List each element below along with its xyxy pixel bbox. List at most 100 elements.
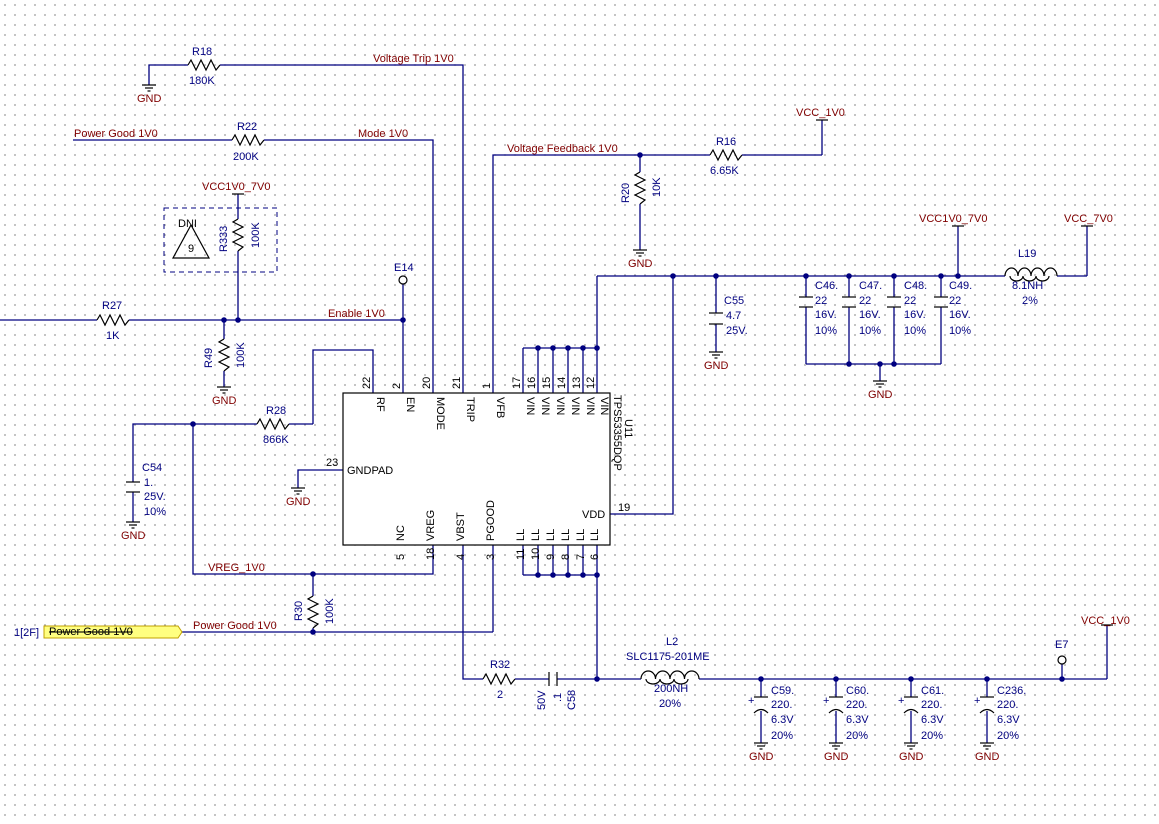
l19-tolerance: 2% (1022, 295, 1038, 307)
bottom-pin-number: 6 (589, 554, 601, 560)
bottom-pin-number: 9 (545, 554, 557, 560)
c55-ref: C55 (724, 295, 744, 307)
resistor-r20[interactable]: R20 10K (620, 171, 663, 205)
vcc1v0-7v0-label: VCC1V0_7V0 (202, 181, 271, 193)
test-point-e7[interactable]: E7 (1055, 639, 1068, 665)
top-pin-number: 17 (511, 377, 523, 389)
resistor-r333[interactable]: R333 100K (218, 218, 262, 252)
gnd-label: GND (628, 258, 653, 270)
resistor-r28[interactable]: R28 866K (256, 405, 290, 446)
c236-voltage: 6.3V (997, 714, 1020, 726)
resistor-r32[interactable]: R32 2 (482, 659, 516, 701)
net-power-good-bottom: Power Good 1V0 (193, 620, 277, 632)
bottom-pin-number: 10 (530, 548, 542, 560)
power-port-vcc1v0-7v0-b[interactable]: VCC1V0_7V0 (919, 213, 988, 227)
junctions (190, 152, 1065, 682)
capacitor-c55[interactable]: C55 4.7 25V. (709, 295, 748, 337)
resistor-r27[interactable]: R27 1K (96, 300, 130, 342)
r32-ref: R32 (490, 659, 510, 671)
r30-ref: R30 (293, 601, 305, 621)
r22-ref: R22 (237, 121, 257, 133)
c58-value: .1 (552, 693, 564, 702)
r30-value: 100K (324, 598, 336, 624)
capacitor-c60[interactable]: + C60. 220. 6.3V 20% (823, 685, 869, 742)
bottom-pin-name: NC (395, 525, 407, 541)
bottom-pin-name: VBST (455, 512, 467, 541)
ground-icon: GND (868, 380, 893, 401)
capacitor-c58[interactable]: C58 .1 50V (536, 672, 578, 710)
top-pin-name: VIN (598, 397, 610, 415)
capacitor-c61[interactable]: + C61. 220. 6.3V 20% (898, 685, 944, 742)
r16-value: 6.65K (710, 165, 739, 177)
c54-tolerance: 10% (144, 506, 166, 518)
e7-label: E7 (1055, 639, 1068, 651)
r28-ref: R28 (266, 405, 286, 417)
ground-icon: GND (899, 742, 924, 763)
c59-voltage: 6.3V (771, 714, 794, 726)
c61-voltage: 6.3V (921, 714, 944, 726)
capacitor-c47[interactable]: C47. 22 16V. 10% (842, 280, 882, 337)
inductor-l19[interactable]: L19 8.1NH 2% (1004, 248, 1058, 307)
port-ref: 1[2F] (14, 627, 39, 639)
bottom-pin-number: 4 (455, 554, 467, 560)
c60-plus: + (823, 695, 829, 707)
test-point-e14[interactable]: E14 (394, 262, 414, 285)
resistor-r22[interactable]: R22 200K (231, 121, 265, 163)
r27-value: 1K (106, 330, 120, 342)
resistor-r30[interactable]: R30 100K (293, 595, 336, 629)
c49-tolerance: 10% (949, 325, 971, 337)
resistor-r18[interactable]: R18 180K (187, 46, 221, 87)
capacitor-c54[interactable]: C54 1. 25V. 10% (126, 462, 166, 518)
power-port-vcc-1v0-bottom[interactable]: VCC_1V0 (1081, 615, 1130, 627)
dni-group[interactable]: DNI 9 (163, 207, 278, 273)
top-pin-name: VIN (554, 397, 566, 415)
top-pin-number: 14 (556, 377, 568, 389)
capacitor-c59[interactable]: + C59. 220. 6.3V 20% (748, 685, 794, 742)
ic-body (342, 392, 611, 546)
bottom-pin-number: 11 (515, 549, 527, 560)
vdd-pin-number: 19 (618, 502, 630, 514)
r16-ref: R16 (716, 136, 736, 148)
top-pin-number: 21 (451, 377, 463, 389)
c46-ref: C46. (815, 280, 838, 292)
bottom-pin-number: 3 (485, 554, 497, 560)
e14-label: E14 (394, 262, 414, 274)
inductor-l2[interactable]: L2 SLC1175-201ME 200NH 20% (626, 636, 710, 710)
capacitor-c48[interactable]: C48. 22 16V. 10% (887, 280, 927, 337)
power-port-vcc-7v0[interactable]: VCC_7V0 (1064, 213, 1113, 227)
capacitor-c236[interactable]: + C236. 220. 6.3V 20% (974, 685, 1026, 742)
bottom-pin-name: LL (589, 529, 601, 541)
off-sheet-port-power-good[interactable]: 1[2F] Power Good 1V0 (14, 625, 183, 639)
c48-value: 22 (904, 295, 916, 307)
top-pin-name: VIN (524, 397, 536, 415)
power-port-vcc-1v0-top[interactable]: VCC_1V0 (796, 107, 845, 121)
r333-value: 100K (250, 222, 262, 248)
vcc-1v0-label: VCC_1V0 (1081, 615, 1130, 627)
bottom-pin-name: LL (530, 529, 542, 541)
resistor-r49[interactable]: R49 100K (203, 338, 247, 372)
c47-voltage: 16V. (859, 309, 881, 321)
gnd-label: GND (286, 496, 311, 508)
port-shape (43, 625, 183, 639)
net-vreg: VREG_1V0 (208, 562, 265, 574)
port-label: Power Good 1V0 (49, 626, 133, 638)
resistor-r16[interactable]: R16 6.65K (709, 136, 743, 177)
bottom-pin-number: 18 (425, 548, 437, 560)
ground-icon: GND (704, 351, 729, 372)
gnd-label: GND (212, 395, 237, 407)
dni-box (163, 207, 278, 273)
ground-icon: GND (975, 742, 1000, 763)
top-pin-name: EN (404, 397, 416, 412)
gnd-label: GND (899, 751, 924, 763)
ic-designator: U11 (622, 419, 634, 438)
ic-part-number: TPS53355DQP (611, 395, 623, 471)
power-port-vcc1v0-7v0-a[interactable]: VCC1V0_7V0 (202, 181, 271, 195)
ground-icon: GND (749, 742, 774, 763)
capacitor-c49[interactable]: C49. 22 16V. 10% (934, 280, 972, 337)
net-voltage-feedback: Voltage Feedback 1V0 (507, 143, 618, 155)
capacitor-c46[interactable]: C46. 22 16V. 10% (799, 280, 838, 337)
c60-value: 220. (846, 699, 867, 711)
ic-u11[interactable]: U11 TPS53355DQP 22RF2EN20MODE21TRIP1VFB1… (326, 377, 634, 560)
